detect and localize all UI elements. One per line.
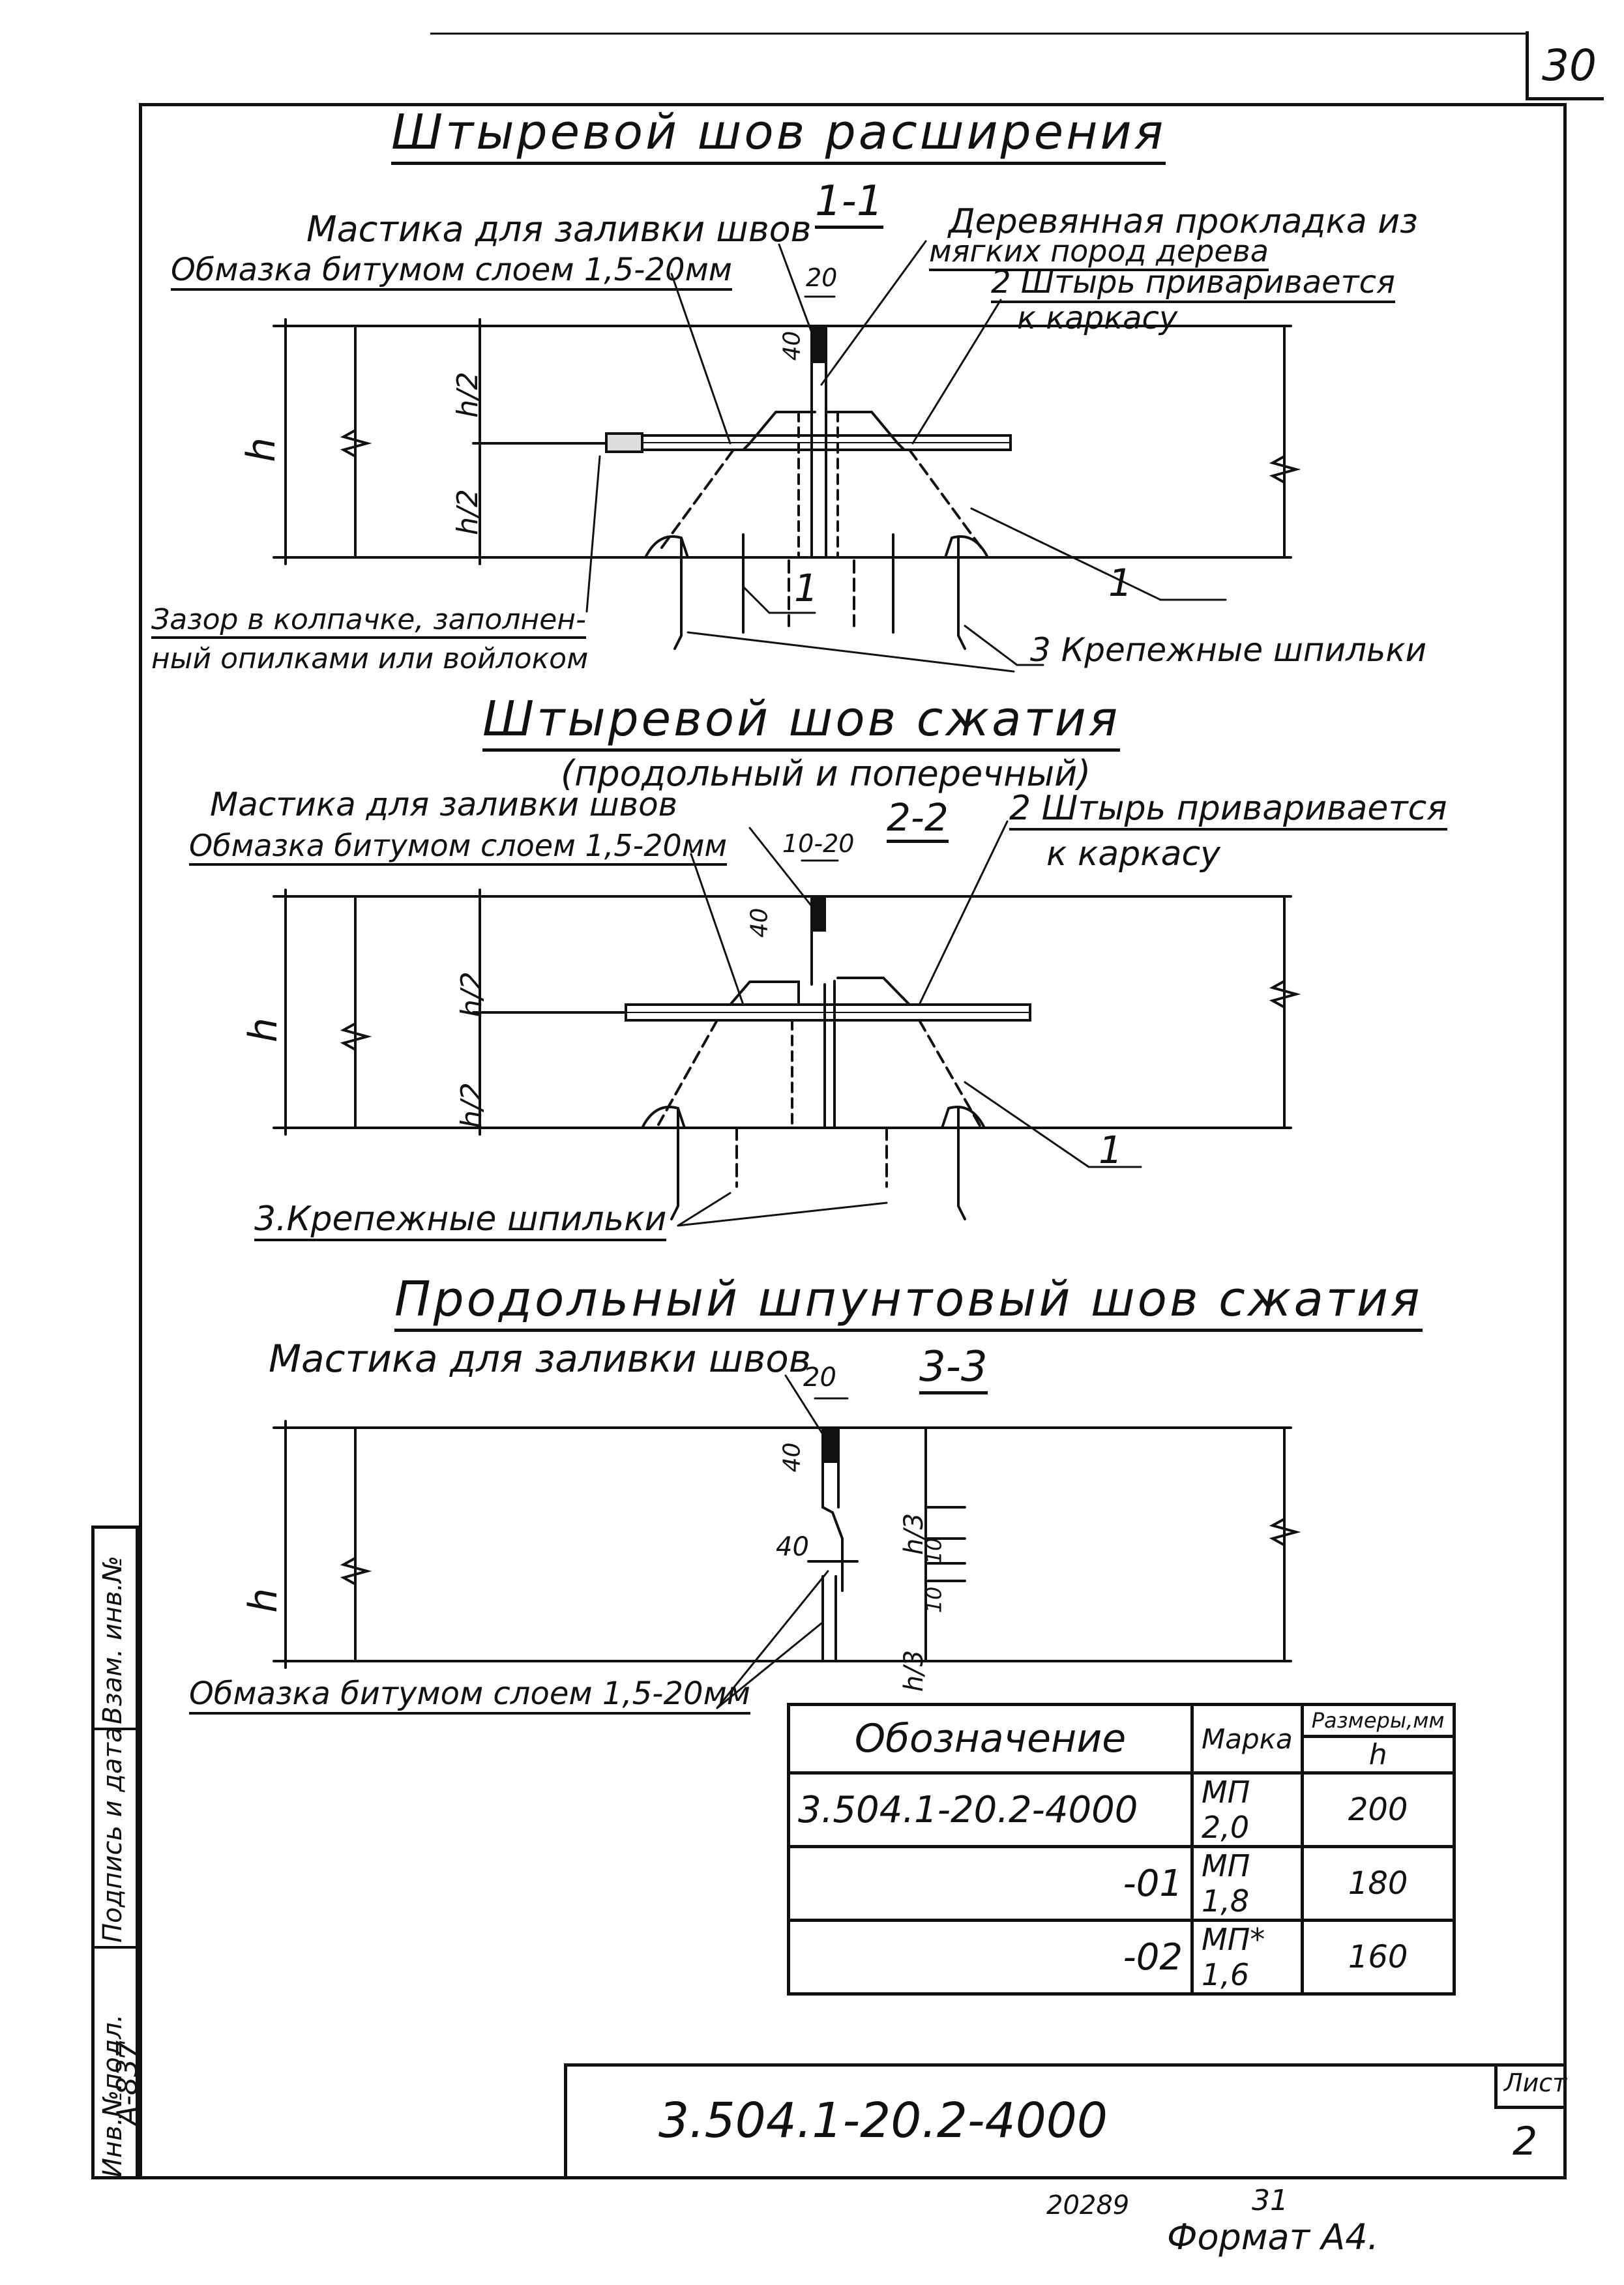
table-cell-h: 200 — [1300, 1771, 1456, 1848]
label-pin-welded-2: 2 Штырь приваривается — [1009, 789, 1447, 831]
joint-2 — [625, 895, 1031, 1220]
slab-section-3 — [273, 1420, 1301, 1669]
spec-table: Обозначение Марка Размеры,мм h 3.504.1-2… — [787, 1703, 1456, 1996]
leaders-3 — [716, 1374, 829, 1709]
side-stamp — [91, 1526, 139, 2179]
label-fasteners-1: 3 Крепежные шпильки — [1030, 631, 1427, 669]
label-wood-pad-2: мягких пород дерева — [929, 233, 1269, 271]
label-to-frame-1: к каркасу — [1017, 300, 1178, 336]
footer-copy: 31 — [1252, 2184, 1288, 2217]
label-pin-welded-1: 2 Штырь приваривается — [991, 264, 1395, 303]
side-stamp-divider — [91, 1728, 139, 1730]
label-mastic-2: Мастика для заливки швов — [210, 786, 678, 823]
table-header-designation: Обозначение — [787, 1703, 1194, 1775]
dim-ticks — [801, 295, 849, 1400]
sheet-border — [139, 103, 1567, 2179]
callout-1-center: 1 — [794, 566, 818, 610]
callout-1-sec2: 1 — [1099, 1128, 1123, 1172]
title-block-sheet-value: 2 — [1513, 2119, 1538, 2164]
label-mastic-3: Мастика для заливки швов — [269, 1336, 811, 1381]
slab-section-1 — [273, 318, 1301, 565]
section-1-1: 1-1 — [815, 177, 883, 229]
dim-10-20: 10-20 — [782, 829, 855, 858]
label-gap-1: Зазор в колпачке, заполнен- — [151, 603, 586, 639]
title-block-code: 3.504.1-20.2-4000 — [658, 2093, 1108, 2149]
title-tongue: Продольный шпунтовый шов сжатия — [394, 1271, 1423, 1332]
side-stamp-replace-inv: Взам. инв.№ — [98, 1555, 128, 1724]
joint-1 — [605, 325, 1012, 650]
table-cell-designation: -01 — [787, 1845, 1194, 1922]
title-compression-sub: (продольный и поперечный) — [561, 753, 1091, 794]
footer-format: Формат А4. — [1167, 2217, 1379, 2258]
title-compression: Штыревой шов сжатия — [482, 691, 1121, 752]
title-block — [564, 2063, 1567, 2179]
sheet-number: 30 — [1526, 31, 1604, 100]
table-header-mark: Марка — [1190, 1703, 1304, 1775]
label-fasteners-2: 3.Крепежные шпильки — [254, 1200, 667, 1241]
table-cell-mark: МП 1,8 — [1190, 1845, 1304, 1922]
label-bitumen-3: Обмазка битумом слоем 1,5-20мм — [189, 1675, 750, 1715]
section-2-2: 2-2 — [887, 795, 949, 843]
label-to-frame-2: к каркасу — [1046, 834, 1220, 874]
callout-1-right: 1 — [1108, 561, 1132, 605]
label-mastic-1: Мастика для заливки швов — [306, 209, 812, 250]
top-rule — [430, 33, 1526, 35]
joint-3 — [807, 1426, 966, 1662]
dim-20-3: 20 — [803, 1363, 836, 1393]
table-row: -02 МП* 1,6 160 — [787, 1919, 1456, 1996]
table-cell-h: 180 — [1300, 1845, 1456, 1922]
table-cell-designation: -02 — [787, 1919, 1194, 1996]
label-bitumen-1: Обмазка битумом слоем 1,5-20мм — [171, 252, 732, 291]
table-cell-designation: 3.504.1-20.2-4000 — [787, 1771, 1194, 1848]
leaders-2 — [677, 820, 1142, 1227]
dim-20-1: 20 — [806, 263, 838, 292]
side-stamp-divider — [91, 1946, 139, 1949]
label-wood-pad-1: Деревянная прокладка из — [949, 202, 1418, 241]
title-expansion: Штыревой шов расширения — [391, 104, 1166, 165]
side-stamp-inv-value: А-837 — [111, 2041, 144, 2125]
table-header-sizes: Размеры,мм — [1300, 1703, 1456, 1738]
leaders-1 — [585, 240, 1227, 673]
table-row: -01 МП 1,8 180 — [787, 1845, 1456, 1922]
table-cell-mark: МП* 1,6 — [1190, 1919, 1304, 1996]
table-row: 3.504.1-20.2-4000 МП 2,0 200 — [787, 1771, 1456, 1848]
label-gap-2: ный опилками или войлоком — [151, 642, 589, 675]
table-header-h: h — [1300, 1735, 1456, 1775]
title-block-sheet-label: Лист — [1494, 2063, 1567, 2109]
table-cell-h: 160 — [1300, 1919, 1456, 1996]
footer-order: 20289 — [1046, 2190, 1130, 2220]
dim-40-3b: 40 — [776, 1532, 809, 1562]
slab-section-2 — [273, 889, 1301, 1136]
side-stamp-signature: Подпись и дата — [98, 1726, 128, 1943]
table-cell-mark: МП 2,0 — [1190, 1771, 1304, 1848]
section-3-3: 3-3 — [919, 1343, 988, 1394]
label-bitumen-2: Обмазка битумом слоем 1,5-20мм — [189, 828, 728, 866]
